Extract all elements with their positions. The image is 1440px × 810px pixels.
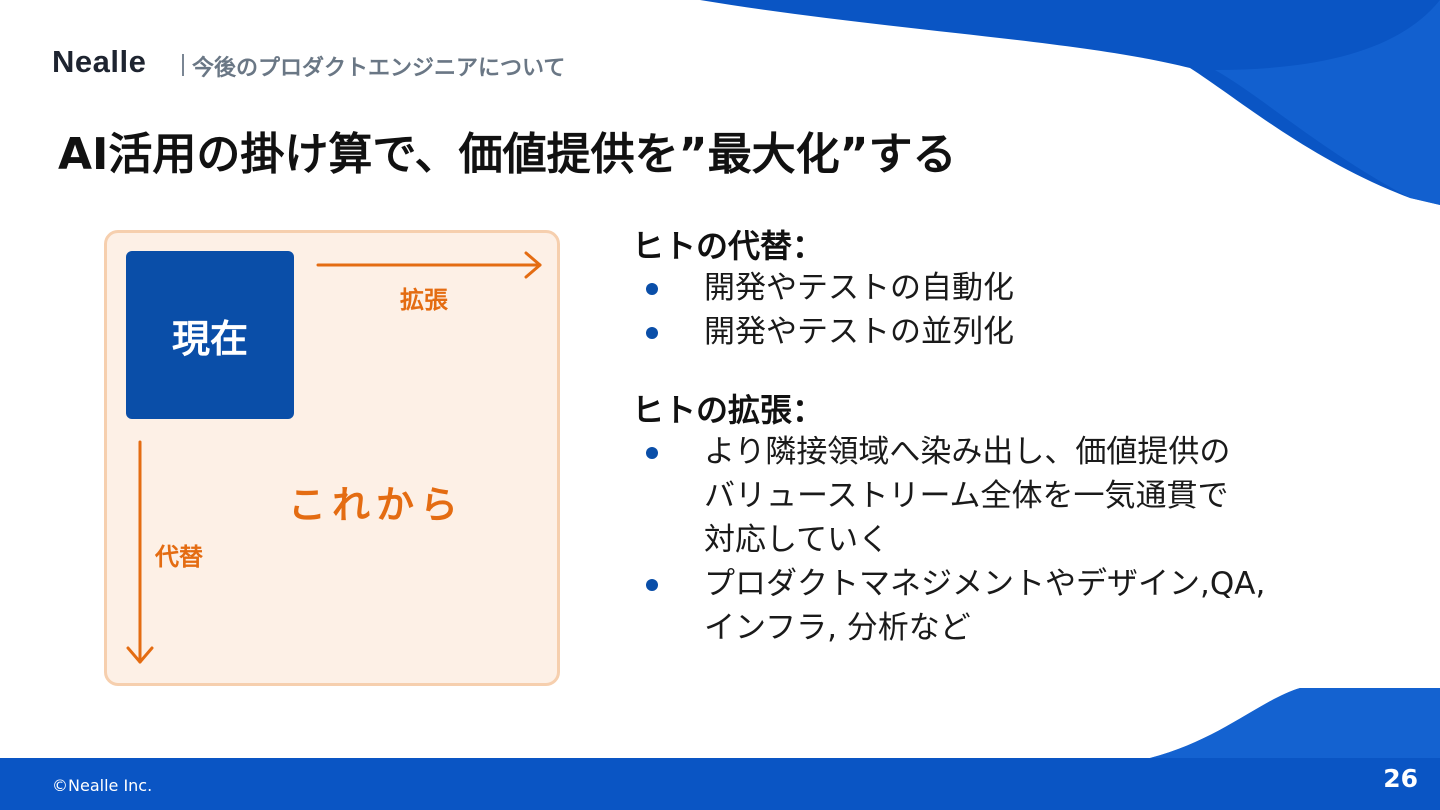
expand-list: より隣接領域へ染み出し、価値提供の バリューストリーム全体を一気通貫で 対応して… [632, 430, 1392, 650]
replace-list: 開発やテストの自動化 開発やテストの並列化 [632, 266, 1392, 354]
bullet-icon [646, 579, 658, 591]
expand-heading: ヒトの拡張： [632, 391, 825, 429]
bullet-icon [646, 447, 658, 459]
replace-label: 代替 [155, 543, 203, 571]
slide-title: AI活用の掛け算で、価値提供を”最大化”する [58, 129, 957, 180]
page-number: 26 [1383, 764, 1418, 793]
expand-label: 拡張 [400, 286, 448, 314]
content-column: ヒトの代替： 開発やテストの自動化 開発やテストの並列化 ヒトの拡張： より隣接… [632, 226, 1392, 650]
list-item: より隣接領域へ染み出し、価値提供の バリューストリーム全体を一気通貫で 対応して… [632, 430, 1392, 562]
bullet-icon [646, 327, 658, 339]
list-item: プロダクトマネジメントやデザイン,QA, インフラ, 分析など [632, 562, 1392, 650]
bullet-icon [646, 283, 658, 295]
replace-heading: ヒトの代替： [632, 227, 825, 265]
current-box: 現在 [126, 251, 294, 419]
brand-logo: Nealle [52, 44, 147, 79]
header-divider [182, 54, 184, 76]
list-item: 開発やテストの自動化 [632, 266, 1392, 310]
replace-arrow [126, 440, 154, 664]
expand-arrow [316, 251, 542, 279]
current-label: 現在 [171, 316, 248, 361]
section-title: 今後のプロダクトエンジニアについて [192, 56, 566, 81]
list-item: 開発やテストの並列化 [632, 310, 1392, 354]
future-label: これから [288, 483, 465, 527]
copyright: ©Nealle Inc. [52, 776, 153, 795]
